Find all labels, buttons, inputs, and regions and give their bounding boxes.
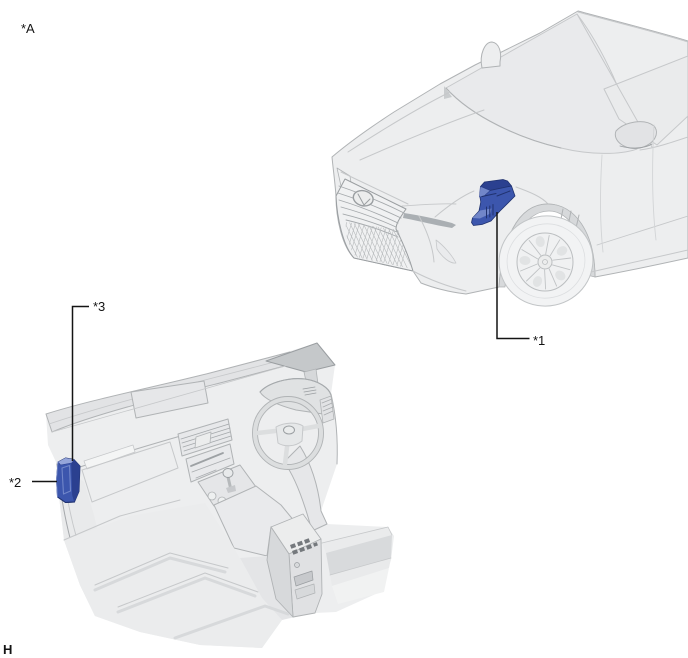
- svg-text:*3: *3: [93, 299, 105, 314]
- svg-text:*2: *2: [9, 475, 21, 490]
- svg-text:*1: *1: [533, 333, 545, 348]
- svg-text:*A: *A: [21, 21, 35, 36]
- svg-text:H: H: [3, 642, 12, 657]
